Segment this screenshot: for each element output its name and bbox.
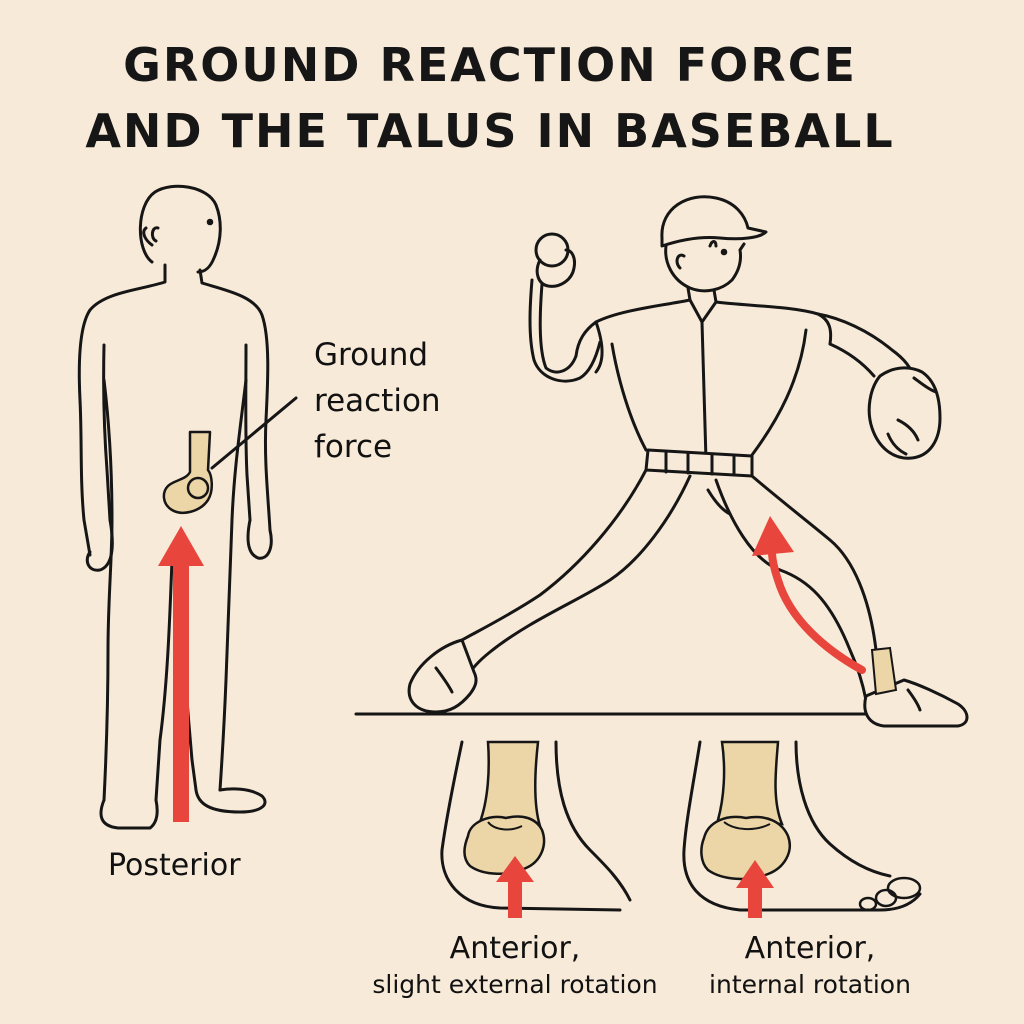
posterior-label: Posterior [108, 848, 241, 883]
ankle-right-sub: internal rotation [709, 970, 911, 999]
pitcher-figure [407, 195, 969, 728]
callout-line-2: reaction [314, 383, 441, 419]
ankle-right-caption: Anterior, internal rotation [665, 930, 955, 1002]
ankle-closeup-right [682, 740, 922, 918]
title-line-1: GROUND REACTION FORCE [123, 38, 857, 92]
figure-head [138, 184, 222, 274]
glove [867, 366, 942, 460]
ground-reaction-arrow-vertical [158, 526, 204, 822]
callout-line-1: Ground [314, 337, 429, 373]
figure-talus-bone [162, 430, 213, 514]
callout-leader-line [210, 396, 298, 470]
title-line-2: AND THE TALUS IN BASEBALL [85, 104, 895, 158]
standing-figure [77, 184, 273, 830]
pitcher-cap [660, 195, 768, 248]
ground-reaction-force-label: Ground reaction force [314, 332, 494, 470]
ground-reaction-arrow-curved [768, 548, 866, 674]
ankle-left-main: Anterior, [449, 931, 581, 966]
ankle-left-sub: slight external rotation [372, 970, 658, 999]
pitcher-ankle-bone [870, 646, 898, 696]
curved-arrow-head [752, 516, 794, 556]
ankle-right-main: Anterior, [744, 931, 876, 966]
callout-line-3: force [314, 429, 393, 465]
ankle-closeup-left [440, 740, 632, 918]
ankle-left-caption: Anterior, slight external rotation [330, 930, 700, 1002]
